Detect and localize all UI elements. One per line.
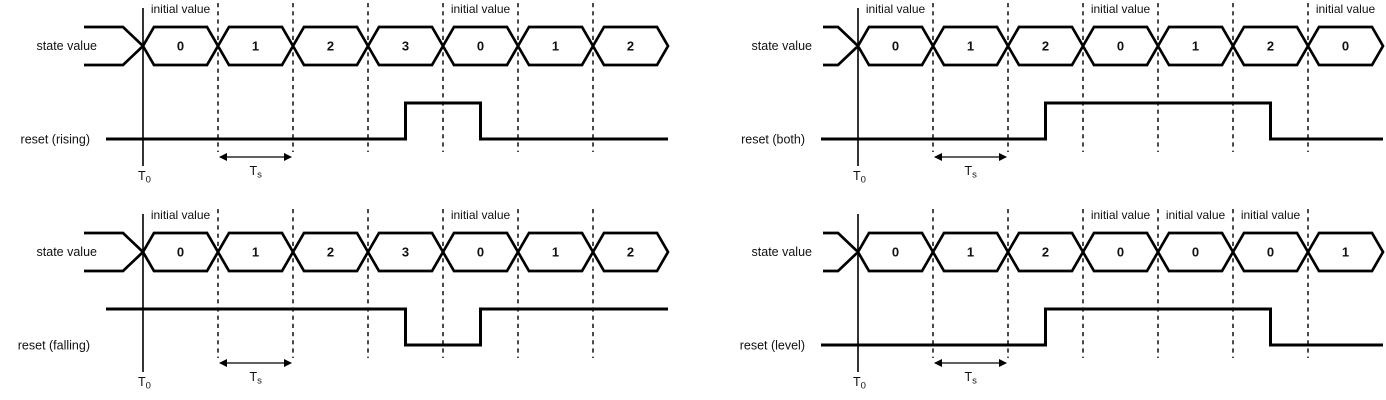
t0-label: T0 (853, 375, 866, 392)
state-cell-value: 0 (1342, 39, 1349, 54)
ts-arrowhead-left (219, 359, 227, 367)
ts-arrowhead-left (219, 153, 227, 161)
ts-label-main: T (965, 370, 973, 384)
state-signal-label: state value (37, 245, 98, 259)
state-cell-value: 0 (1117, 245, 1124, 260)
ts-label: Ts (250, 164, 263, 181)
t0-label: T0 (138, 169, 151, 186)
ts-label: Ts (250, 370, 263, 387)
state-cell-value: 0 (477, 39, 484, 54)
ts-arrowhead-right (999, 153, 1007, 161)
initial-value-label: initial value (451, 208, 511, 222)
ts-label-main: T (965, 164, 973, 178)
ts-label: Ts (965, 370, 978, 387)
timing-diagram-reset-level: 0 1 2 0 0 0 1 initial value initial value initial… (740, 208, 1385, 392)
t0-label-main: T (853, 375, 861, 389)
state-cell-value: 0 (1192, 245, 1199, 260)
t0-label-main: T (138, 375, 146, 389)
reset-waveform (106, 101, 668, 141)
ts-arrowhead-left (934, 359, 942, 367)
state-signal-label: state value (752, 39, 813, 53)
t0-label-subscript: 0 (146, 381, 151, 392)
state-cell-value: 2 (627, 245, 634, 260)
t0-label-main: T (138, 169, 146, 183)
state-cell-value: 3 (402, 245, 409, 260)
state-signal-label: state value (752, 245, 813, 259)
state-bus-waveform (823, 25, 1385, 67)
t0-label: T0 (138, 375, 151, 392)
t0-label-main: T (853, 169, 861, 183)
ts-arrowhead-right (284, 153, 292, 161)
reset-signal-label: reset (both) (741, 133, 805, 147)
ts-arrowhead-right (999, 359, 1007, 367)
reset-waveform (821, 307, 1383, 347)
t0-label-subscript: 0 (861, 381, 866, 392)
reset-waveform (106, 307, 668, 347)
state-cell-value: 0 (477, 245, 484, 260)
reset-signal-label: reset (falling) (18, 339, 90, 353)
ts-label-subscript: s (972, 376, 977, 387)
state-cell-value: 2 (327, 245, 334, 260)
state-bus-waveform (84, 25, 670, 67)
state-signal-label: state value (37, 39, 98, 53)
initial-value-label: initial value (151, 2, 211, 16)
ts-arrowhead-right (284, 359, 292, 367)
state-cell-value: 1 (1192, 39, 1199, 54)
reset-signal-label: reset (level) (740, 339, 805, 353)
reset-signal-label: reset (rising) (21, 133, 90, 147)
ts-label: Ts (965, 164, 978, 181)
ts-label-subscript: s (972, 170, 977, 181)
state-cell-value: 2 (1042, 39, 1049, 54)
timing-diagram-reset-rising: 0 1 2 3 0 1 2 initial value initial value state v… (21, 2, 670, 186)
state-cell-value: 0 (177, 245, 184, 260)
state-cell-value: 1 (1342, 245, 1349, 260)
state-cell-value: 1 (967, 39, 974, 54)
t0-label-subscript: 0 (861, 175, 866, 186)
state-cell-value: 0 (177, 39, 184, 54)
state-cell-value: 0 (1267, 245, 1274, 260)
initial-value-label: initial value (451, 2, 511, 16)
state-bus-waveform (84, 231, 670, 273)
state-cell-value: 0 (1117, 39, 1124, 54)
ts-label-subscript: s (257, 170, 262, 181)
state-cell-value: 1 (252, 245, 259, 260)
state-cell-value: 1 (552, 245, 559, 260)
timing-diagram-reset-both: 0 1 2 0 1 2 0 initial value initial value initial… (741, 2, 1385, 186)
initial-value-label: initial value (1316, 2, 1376, 16)
initial-value-label: initial value (151, 208, 211, 222)
state-cell-value: 3 (402, 39, 409, 54)
initial-value-label: initial value (1091, 2, 1151, 16)
state-cell-value: 1 (252, 39, 259, 54)
state-cell-value: 1 (967, 245, 974, 260)
ts-arrowhead-left (934, 153, 942, 161)
state-cell-value: 0 (892, 39, 899, 54)
timing-diagram-reset-falling: 0 1 2 3 0 1 2 initial value initial value state v… (18, 208, 670, 392)
initial-value-label: initial value (1091, 208, 1151, 222)
ts-label-main: T (250, 370, 258, 384)
initial-value-label: initial value (866, 2, 926, 16)
state-cell-value: 0 (892, 245, 899, 260)
reset-waveform (821, 101, 1383, 141)
state-cell-value: 2 (1042, 245, 1049, 260)
state-cell-value: 2 (627, 39, 634, 54)
t0-label: T0 (853, 169, 866, 186)
state-cell-value: 2 (327, 39, 334, 54)
state-cell-value: 2 (1267, 39, 1274, 54)
state-bus-waveform (823, 231, 1385, 273)
initial-value-label: initial value (1241, 208, 1301, 222)
ts-label-main: T (250, 164, 258, 178)
initial-value-label: initial value (1166, 208, 1226, 222)
ts-label-subscript: s (257, 376, 262, 387)
t0-label-subscript: 0 (146, 175, 151, 186)
state-cell-value: 1 (552, 39, 559, 54)
